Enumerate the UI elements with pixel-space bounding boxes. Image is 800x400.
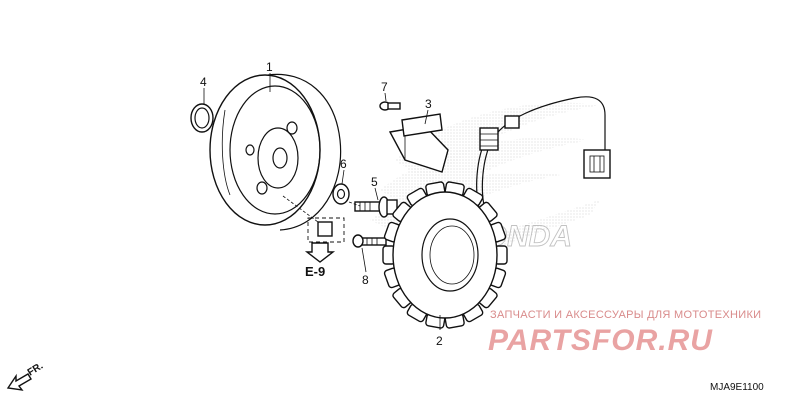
- callout-5: 5: [371, 175, 378, 189]
- callout-8: 8: [362, 273, 369, 287]
- leader-lines: [203, 73, 441, 330]
- callout-7: 7: [381, 80, 388, 94]
- wire-clamp: [504, 115, 520, 129]
- watermark-tagline: ЗАПЧАСТИ И АКСЕССУАРЫ ДЛЯ МОТОТЕХНИКИ: [490, 309, 761, 321]
- stator-coil: [382, 181, 508, 329]
- callout-1: 1: [266, 60, 273, 74]
- watermark-brand: PARTSFOR.RU: [488, 324, 713, 357]
- reference-label: E-9: [305, 264, 325, 279]
- callout-6: 6: [340, 157, 347, 171]
- o-ring: [190, 103, 214, 133]
- callout-2: 2: [436, 334, 443, 348]
- washer: [332, 183, 350, 205]
- flywheel: [209, 73, 342, 231]
- callout-4: 4: [200, 75, 207, 89]
- front-direction-arrow-icon: [6, 373, 32, 391]
- connector: [583, 149, 611, 179]
- pulse-screw: [379, 101, 401, 111]
- reference-box: [304, 217, 345, 263]
- screw: [352, 234, 387, 248]
- diagram-code: MJA9E1100: [710, 382, 764, 393]
- pulse-generator: [388, 113, 449, 173]
- reference-arrow-icon: [304, 242, 336, 263]
- flange-bolt: [354, 196, 398, 218]
- callout-3: 3: [425, 97, 432, 111]
- grommet: [479, 127, 499, 151]
